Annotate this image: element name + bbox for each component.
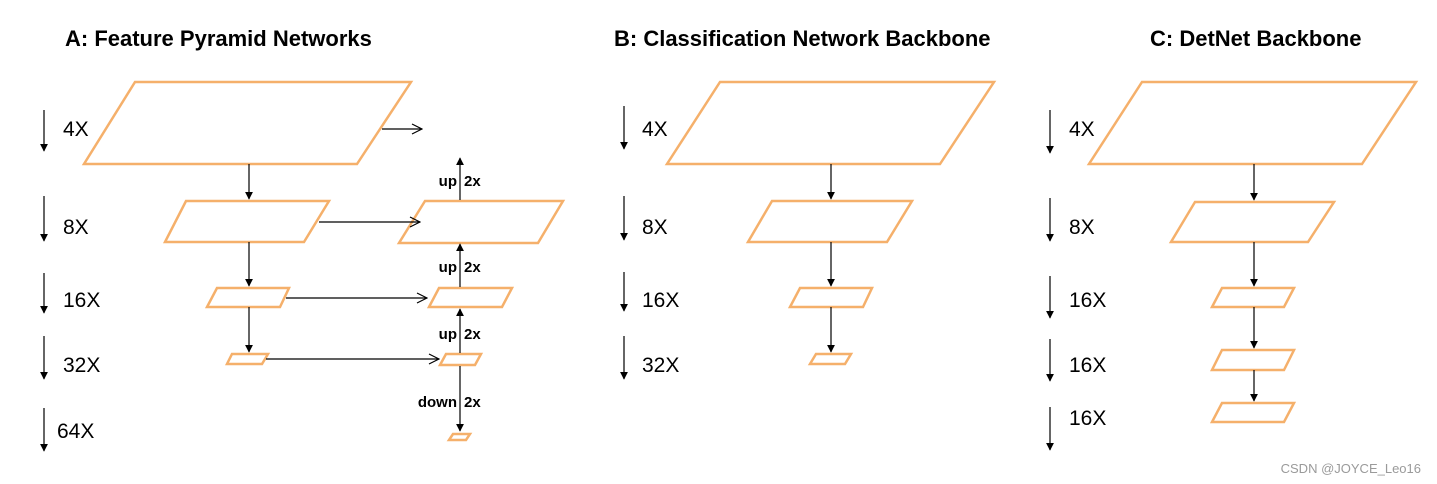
scale-label-a-4x: 4X (63, 118, 89, 141)
panel-detnet-backbone: C: DetNet Backbone 4X 8X 16X 16X 16X (1046, 26, 1419, 451)
op-factor-up-1: 2x (464, 173, 481, 190)
feature-map-c-8x (1168, 200, 1337, 244)
panel-b-title: B: Classification Network Backbone (614, 26, 991, 51)
feature-map-c-16x-1 (1209, 286, 1297, 309)
scale-label-c-16x-3: 16X (1069, 407, 1106, 430)
scale-label-a-8x: 8X (63, 216, 89, 239)
op-label-up-3: up (439, 326, 457, 343)
watermark: CSDN @JOYCE_Leo16 (1281, 461, 1421, 476)
panel-fpn: A: Feature Pyramid Networks 4X 8X 16X 32… (40, 26, 566, 452)
op-factor-up-3: 2x (464, 326, 481, 343)
scale-label-a-32x: 32X (63, 354, 100, 377)
feature-map-c-4x (1086, 80, 1419, 166)
op-label-up-1: up (439, 173, 457, 190)
feature-map-b-32x (807, 352, 854, 366)
scale-label-c-16x-1: 16X (1069, 289, 1106, 312)
scale-label-c-8x: 8X (1069, 216, 1095, 239)
scale-label-c-4x: 4X (1069, 118, 1095, 141)
scale-label-c-16x-2: 16X (1069, 354, 1106, 377)
feature-map-a-16x (204, 286, 291, 309)
op-label-down: down (418, 394, 457, 411)
scale-label-b-8x: 8X (642, 216, 668, 239)
scale-label-b-32x: 32X (642, 354, 679, 377)
feature-map-b-4x (664, 80, 997, 166)
scale-label-a-64x: 64X (57, 420, 94, 443)
feature-map-c-16x-2 (1209, 348, 1297, 372)
feature-map-b-16x (787, 286, 874, 309)
feature-map-a-8x (162, 199, 332, 244)
scale-label-b-16x: 16X (642, 289, 679, 312)
op-label-up-2: up (439, 259, 457, 276)
pyramid-map-a-8x (396, 199, 566, 245)
feature-map-c-16x-3 (1209, 401, 1297, 424)
panel-classification-backbone: B: Classification Network Backbone 4X 8X… (614, 26, 997, 380)
panel-c-title: C: DetNet Backbone (1150, 26, 1361, 51)
pyramid-map-a-16x (426, 286, 515, 309)
scale-label-a-16x: 16X (63, 289, 100, 312)
scale-label-b-4x: 4X (642, 118, 668, 141)
op-factor-down: 2x (464, 394, 481, 411)
op-factor-up-2: 2x (464, 259, 481, 276)
feature-map-b-8x (745, 199, 915, 244)
feature-map-a-32x (224, 352, 271, 366)
feature-map-a-4x (81, 80, 414, 166)
pyramid-map-a-64x (446, 432, 473, 442)
panel-a-title: A: Feature Pyramid Networks (65, 26, 372, 51)
pyramid-map-a-32x (437, 352, 484, 367)
